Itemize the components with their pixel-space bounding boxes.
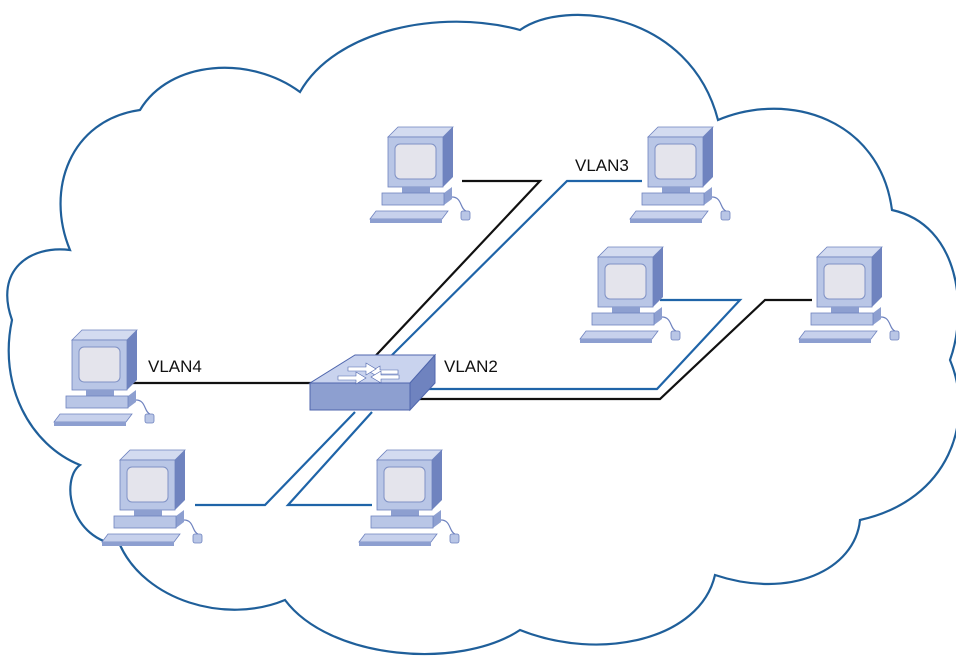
links xyxy=(130,179,812,507)
link-bottom-left xyxy=(195,411,356,507)
vlan2-label: VLAN2 xyxy=(444,357,498,376)
link-far-right xyxy=(405,298,812,401)
link-bottom-center xyxy=(285,411,373,507)
vlan4-label: VLAN4 xyxy=(148,357,202,376)
vlan3-label: VLAN3 xyxy=(575,156,629,175)
link-top-center xyxy=(364,179,543,368)
network-cloud xyxy=(6,13,956,656)
link-vlan3 xyxy=(379,179,642,368)
switch-icon xyxy=(308,353,437,412)
link-middle-right xyxy=(405,298,743,391)
